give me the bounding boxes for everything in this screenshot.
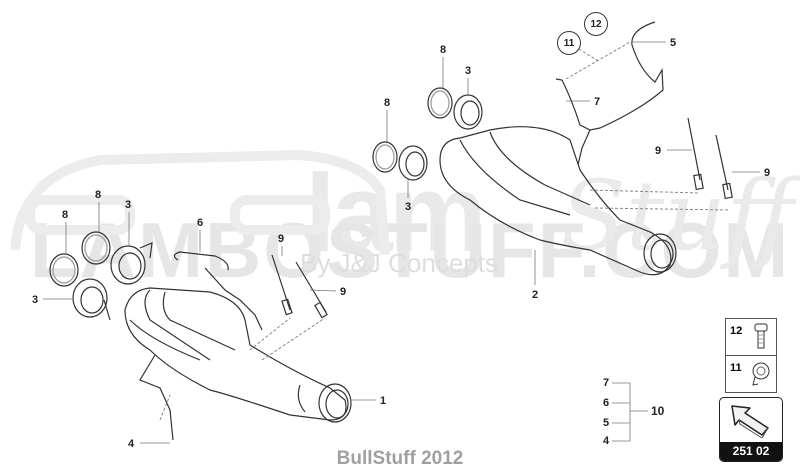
callout-7[interactable]: 7 xyxy=(594,96,601,108)
callout-9[interactable]: 9 xyxy=(764,167,771,179)
legend-id: 11 xyxy=(730,362,742,374)
legend-row-11: 11 xyxy=(726,355,776,392)
clip-icon xyxy=(750,360,770,393)
callout-1[interactable]: 1 xyxy=(380,395,387,407)
callout-9[interactable]: 9 xyxy=(340,286,347,298)
callout-9[interactable]: 9 xyxy=(278,233,285,245)
circled-callout-12[interactable]: 12 xyxy=(584,12,608,36)
fastener-legend: 12 11 xyxy=(725,318,777,393)
callout-2[interactable]: 2 xyxy=(532,289,539,301)
bracket-item-6: 6 xyxy=(603,397,610,409)
group-bracket-lines xyxy=(612,382,648,442)
bracket-item-5: 5 xyxy=(603,417,610,429)
callout-4[interactable]: 4 xyxy=(128,438,135,450)
bracket-total-10: 10 xyxy=(651,404,665,418)
callout-3[interactable]: 3 xyxy=(465,65,472,77)
circled-callout-11[interactable]: 11 xyxy=(557,31,581,55)
legend-id: 12 xyxy=(730,325,743,337)
callout-3[interactable]: 3 xyxy=(32,294,39,306)
callout-6[interactable]: 6 xyxy=(197,217,204,229)
bracket-item-7: 7 xyxy=(603,377,610,389)
callout-8[interactable]: 8 xyxy=(95,189,102,201)
page-number: 251 02 xyxy=(720,442,782,461)
callout-3[interactable]: 3 xyxy=(405,201,412,213)
arrow-icon xyxy=(728,402,774,443)
callout-9[interactable]: 9 xyxy=(655,145,662,157)
car-silhouette-watermark xyxy=(10,149,390,256)
callout-5[interactable]: 5 xyxy=(670,37,677,49)
callout-8[interactable]: 8 xyxy=(62,209,69,221)
legend-row-12: 12 xyxy=(726,319,776,355)
callout-8[interactable]: 8 xyxy=(384,97,391,109)
gasket-ring xyxy=(49,253,79,287)
callout-3[interactable]: 3 xyxy=(125,199,132,211)
bracket-item-4: 4 xyxy=(603,435,610,447)
bolt-icon xyxy=(752,323,770,356)
callout-8[interactable]: 8 xyxy=(440,44,447,56)
footer-caption: BullStuff 2012 xyxy=(336,448,464,469)
page-reference-box[interactable]: 251 02 xyxy=(719,397,783,462)
